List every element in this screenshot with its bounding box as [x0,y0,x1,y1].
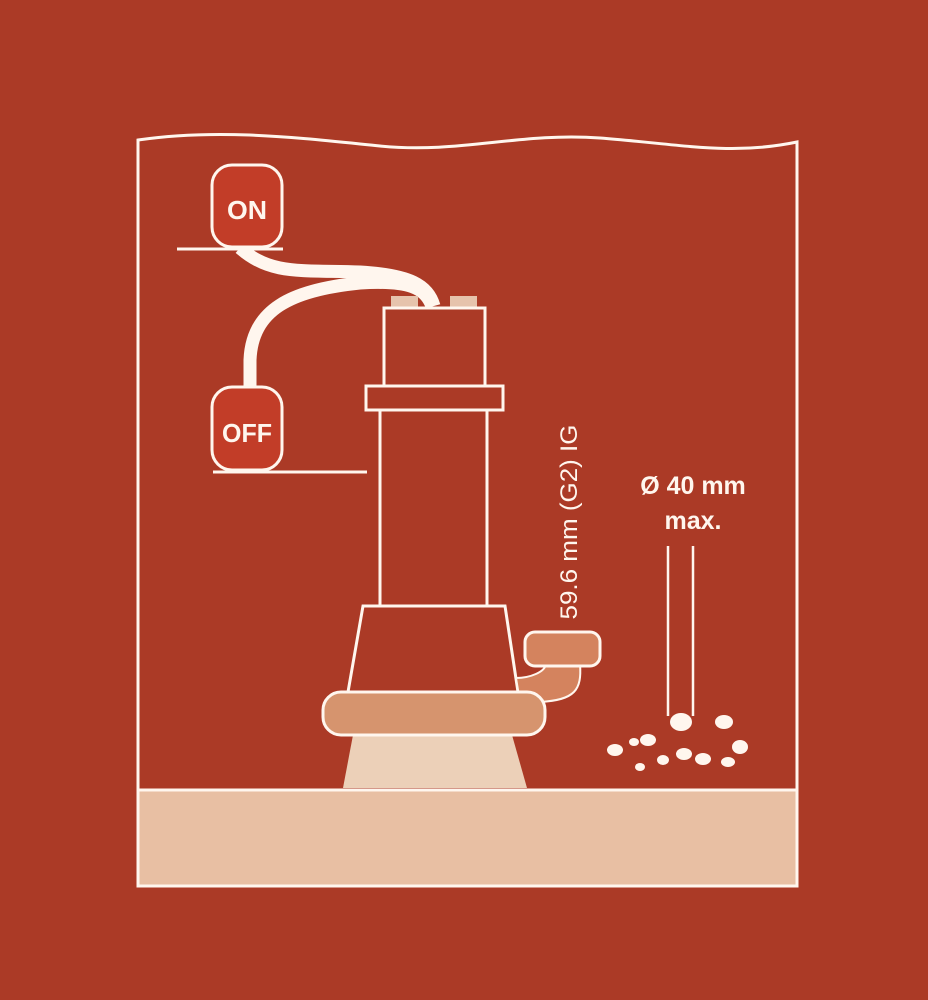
pump-foot [343,735,527,788]
particle [629,738,639,746]
pump-connector-right [450,296,477,308]
particle [670,713,692,731]
particle [657,755,669,765]
pump-base-ring [321,690,547,737]
pump-head [382,306,487,388]
off-label: OFF [222,418,272,448]
on-label: ON [227,195,267,225]
particle [721,757,735,767]
particle [732,740,748,754]
tank-outline [136,132,799,888]
particle [640,734,656,746]
on-float [210,163,284,249]
pump [321,296,602,788]
particle [676,748,692,760]
particle [715,715,733,729]
particle-size-line2: max. [665,507,722,535]
particle [607,744,623,756]
outlet-size-label: 59.6 mm (G2) IG [556,425,583,620]
off-float [210,385,284,472]
pump-flange [364,384,505,412]
particle [635,763,645,771]
float-cable-off [243,275,439,388]
outlet-pipe [523,630,602,668]
pump-housing [346,604,520,694]
pump-column [378,408,489,608]
floor [138,790,797,886]
pump-connector-left [391,296,418,308]
solid-particles [607,713,748,771]
particle-size-line1: Ø 40 mm [640,472,746,500]
particle [695,753,711,765]
